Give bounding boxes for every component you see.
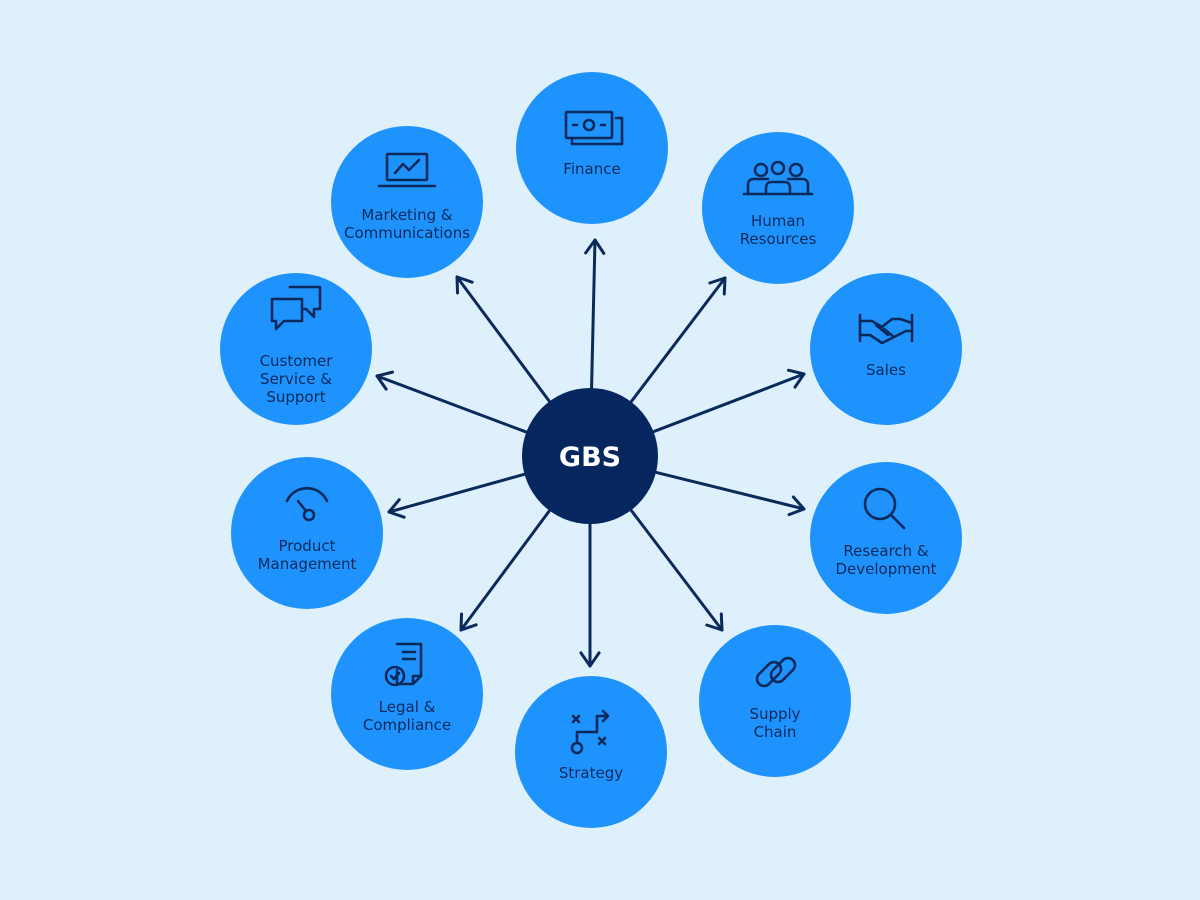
magnifier-icon (863, 487, 906, 530)
node-label-line: Customer (260, 352, 334, 370)
node-strategy: Strategy (515, 676, 667, 828)
node-label-line: Sales (866, 361, 906, 379)
laptop-chart-icon (377, 152, 437, 188)
arrow-head (387, 498, 406, 519)
arrow-head (786, 368, 806, 389)
people-icon (742, 160, 814, 196)
arrow-shaft (648, 469, 806, 511)
strategy-path-icon (570, 709, 610, 755)
node-circle (331, 126, 483, 278)
arrow-head (455, 275, 474, 295)
arrow-research-development (648, 469, 806, 517)
arrow-head (705, 612, 724, 632)
node-label-line: Chain (754, 723, 797, 741)
node-label-line: Supply (749, 705, 800, 723)
money-icon (564, 110, 624, 146)
node-circle (516, 72, 668, 224)
node-label-line: Compliance (363, 716, 451, 734)
node-legal-compliance: Legal &Compliance (331, 618, 483, 770)
arrow-head (375, 370, 395, 391)
node-label-line: Service & (260, 370, 332, 388)
node-label-line: Resources (740, 230, 817, 248)
arrow-shaft (589, 238, 597, 396)
node-marketing-communications: Marketing &Communications (331, 126, 483, 278)
hub-circle (522, 388, 658, 524)
arrow-shaft (625, 503, 724, 632)
node-label-line: Human (751, 212, 805, 230)
node-finance: Finance (516, 72, 668, 224)
arrow-shaft (625, 276, 727, 409)
node-circle (810, 462, 962, 614)
arrow-human-resources (625, 276, 727, 409)
node-circle (231, 457, 383, 609)
hub-label: GBS (559, 442, 621, 473)
node-circle (515, 676, 667, 828)
node-label-line: Management (258, 555, 357, 573)
arrow-marketing-communications (455, 275, 555, 408)
arrow-head (787, 495, 806, 517)
arrow-head (708, 276, 727, 296)
node-circle (699, 625, 851, 777)
handshake-icon (858, 313, 914, 345)
node-research-development: Research &Development (810, 462, 962, 614)
chain-link-icon (755, 656, 797, 688)
arrow-shaft (455, 275, 555, 408)
arrow-shaft (375, 374, 534, 436)
node-label-line: Marketing & (361, 206, 453, 224)
arrow-legal-compliance (459, 504, 555, 632)
node-circle (702, 132, 854, 284)
hub: GBS (522, 388, 658, 524)
arrow-sales (646, 368, 806, 436)
node-label-line: Communications (344, 224, 470, 242)
gauge-icon (285, 486, 329, 522)
node-label-line: Support (266, 388, 325, 406)
node-label-line: Legal & (379, 698, 436, 716)
chat-bubbles-icon (270, 285, 322, 331)
node-label-line: Strategy (559, 764, 623, 782)
node-circle (810, 273, 962, 425)
arrow-shaft (646, 372, 806, 436)
arrow-head (584, 238, 606, 255)
document-check-icon (384, 642, 423, 687)
arrow-supply-chain (625, 503, 724, 632)
node-label-line: Finance (563, 160, 620, 178)
node-sales: Sales (810, 273, 962, 425)
node-circle (220, 273, 372, 425)
arrow-product-management (387, 471, 532, 519)
arrow-strategy (579, 516, 601, 668)
arrow-finance (584, 238, 606, 396)
arrow-head (459, 612, 478, 632)
arrow-shaft (387, 471, 532, 514)
node-circle (331, 618, 483, 770)
node-label-line: Development (836, 560, 937, 578)
arrow-customer-service-support (375, 370, 534, 436)
arrow-head (579, 651, 601, 668)
arrows-layer (375, 238, 806, 668)
node-label-line: Product (279, 537, 336, 555)
arrow-shaft (459, 504, 555, 632)
node-label-line: Research & (843, 542, 929, 560)
